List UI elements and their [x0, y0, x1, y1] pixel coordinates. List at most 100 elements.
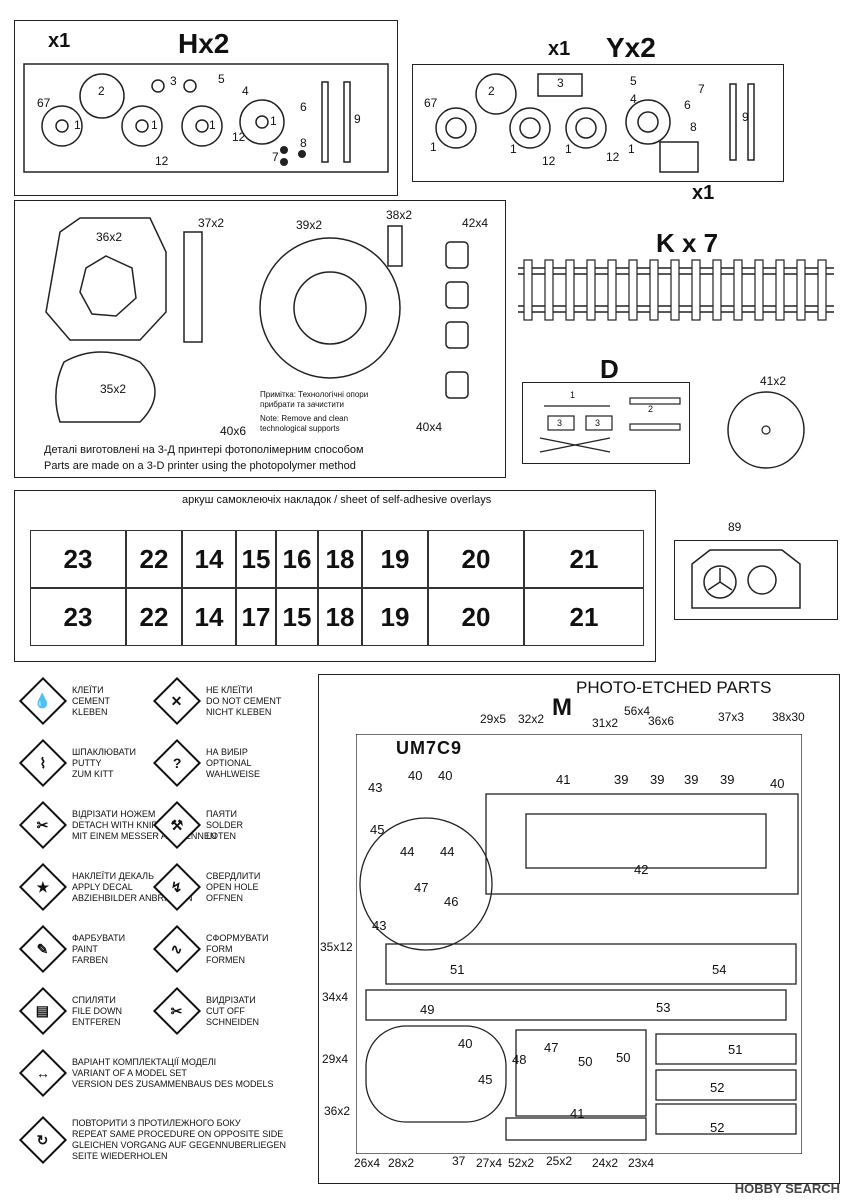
pe-part-label: 48	[512, 1052, 527, 1067]
printed-footer-ua: Деталі виготовлені на 3-Д принтері фотоп…	[44, 444, 364, 456]
symbol-text: CEMENT	[72, 695, 110, 706]
pe-part-label: 31x2	[592, 716, 619, 730]
sprue-h-part-2: 2	[98, 84, 105, 98]
pe-part-label: 23x4	[628, 1156, 655, 1170]
pe-part-label: 47	[544, 1040, 559, 1055]
symbol-text: СФОРМУВАТИ	[206, 932, 269, 943]
symbol-text: CUT OFF	[206, 1005, 245, 1016]
sprue-h-part-3: 3	[170, 74, 177, 88]
pe-part-label: 51	[728, 1042, 743, 1057]
symbol-text: KLEBEN	[72, 706, 108, 717]
tracks-title: K x 7	[656, 228, 719, 258]
sprue-y-part-6: 6	[684, 98, 691, 112]
sprue-y-part-1a: 1	[430, 140, 437, 154]
pe-part-label: 37	[452, 1154, 466, 1168]
pe-part-label: 45	[478, 1072, 493, 1087]
sprue-d-part-3a: 3	[557, 418, 563, 428]
symbol-text: SEITE WIEDERHOLEN	[72, 1151, 168, 1161]
pe-part-label: 39	[614, 772, 629, 787]
printed-note-en: Note: Remove and clean technological sup…	[260, 414, 349, 433]
pe-part-label: 50	[578, 1054, 593, 1069]
watermark: HOBBY SEARCH	[734, 1181, 840, 1196]
symbol-text: SOLDER	[206, 819, 244, 830]
pe-part-label: 42	[634, 862, 649, 877]
sprue-y-part-7: 7	[698, 82, 705, 96]
symbol-text: OPTIONAL	[206, 757, 252, 768]
overlays-frame	[14, 490, 656, 662]
track-link	[754, 259, 764, 321]
sprue-h-part-6: 6	[300, 100, 307, 114]
symbol-text: PUTTY	[72, 757, 102, 768]
pe-letter: M	[552, 694, 572, 721]
symbol-text: ФАРБУВАТИ	[72, 932, 126, 943]
sprue-h-frame	[14, 20, 398, 196]
pe-title: PHOTO-ETCHED PARTS	[576, 678, 772, 697]
overlay-cell: 20	[428, 530, 524, 588]
sprue-y-part-1c: 1	[565, 142, 572, 156]
pe-part-label: 28x2	[388, 1156, 415, 1170]
symbol-text: ВИДРІЗАТИ	[206, 994, 256, 1005]
solder-icon: ⚒	[152, 800, 202, 850]
track-link	[817, 259, 827, 321]
symbol-text: FILE DOWN	[72, 1005, 123, 1016]
overlay-cell: 18	[318, 530, 362, 588]
pe-part-label: 29x5	[480, 712, 507, 726]
overlay-cell: 19	[362, 588, 428, 646]
symbol-text: WAHLWEISE	[206, 768, 261, 779]
pe-part-label: 36x6	[648, 714, 675, 728]
sprue-h-part-7: 7	[272, 150, 279, 164]
sprue-h-part-12a: 12	[155, 154, 169, 168]
pe-part-label: 44	[400, 844, 415, 859]
overlay-cell: 16	[276, 530, 318, 588]
track-link	[586, 259, 596, 321]
pe-part-label: 43	[368, 780, 383, 795]
pe-part-label: 46	[444, 894, 459, 909]
overlay-cell: 14	[182, 588, 236, 646]
sprue-y-part-67: 67	[424, 96, 438, 110]
sprue-h-count: x1	[48, 30, 71, 52]
symbol-text: ПОВТОРИТИ З ПРОТИЛЕЖНОГО БОКУ	[72, 1118, 241, 1128]
optional-icon: ?	[152, 738, 202, 788]
sprue-h-part-1d: 1	[270, 114, 277, 128]
symbol-text: ABZIEHBILDER ANBRINGEN	[72, 892, 193, 903]
pe-part-label: 47	[414, 880, 429, 895]
pe-part-label: 52x2	[508, 1156, 535, 1170]
track-link	[544, 259, 554, 321]
drill-icon: ↯	[152, 862, 202, 912]
overlay-cell: 23	[30, 588, 126, 646]
sprue-d-drawing	[539, 397, 681, 453]
overlay-cell: 17	[236, 588, 276, 646]
symbol-text: DETACH WITH KNIFE	[72, 819, 163, 830]
pe-part-label: 34x4	[322, 990, 349, 1004]
overlay-cell: 19	[362, 530, 428, 588]
printed-label-35x2: 35x2	[100, 382, 127, 396]
sprue-d-frame	[522, 382, 690, 464]
pe-part-label: 24x2	[592, 1156, 619, 1170]
symbol-text: НЕ КЛЕЇТИ	[206, 684, 253, 695]
part89-frame	[674, 540, 838, 620]
sprue-y-part-9: 9	[742, 110, 749, 124]
printed-parts-frame	[14, 200, 506, 478]
sprue-y-drawing	[435, 73, 755, 173]
symbol-text: СВЕРДЛИТИ	[206, 870, 261, 881]
overlay-cell: 22	[126, 530, 182, 588]
sprue-h-part-9: 9	[354, 112, 361, 126]
symbol-text: ШПАКЛЮВАТИ	[72, 746, 136, 757]
pe-part-label: 52	[710, 1120, 725, 1135]
sprue-h-part-1a: 1	[74, 118, 81, 132]
sprue-d-part-2: 2	[648, 404, 654, 414]
pe-part-label: 40	[458, 1036, 473, 1051]
sprue-y-part-2: 2	[488, 84, 495, 98]
pe-part-label: 51	[450, 962, 465, 977]
sprue-y-count-bottom: x1	[692, 182, 715, 204]
symbol-text: СПИЛЯТИ	[72, 994, 116, 1005]
pe-part-label: 49	[420, 1002, 435, 1017]
track-link	[796, 259, 806, 321]
overlay-cell: 15	[276, 588, 318, 646]
no-glue-icon: ✕	[152, 676, 202, 726]
symbol-text: ВІДРІЗАТИ НОЖЕМ	[72, 808, 156, 819]
